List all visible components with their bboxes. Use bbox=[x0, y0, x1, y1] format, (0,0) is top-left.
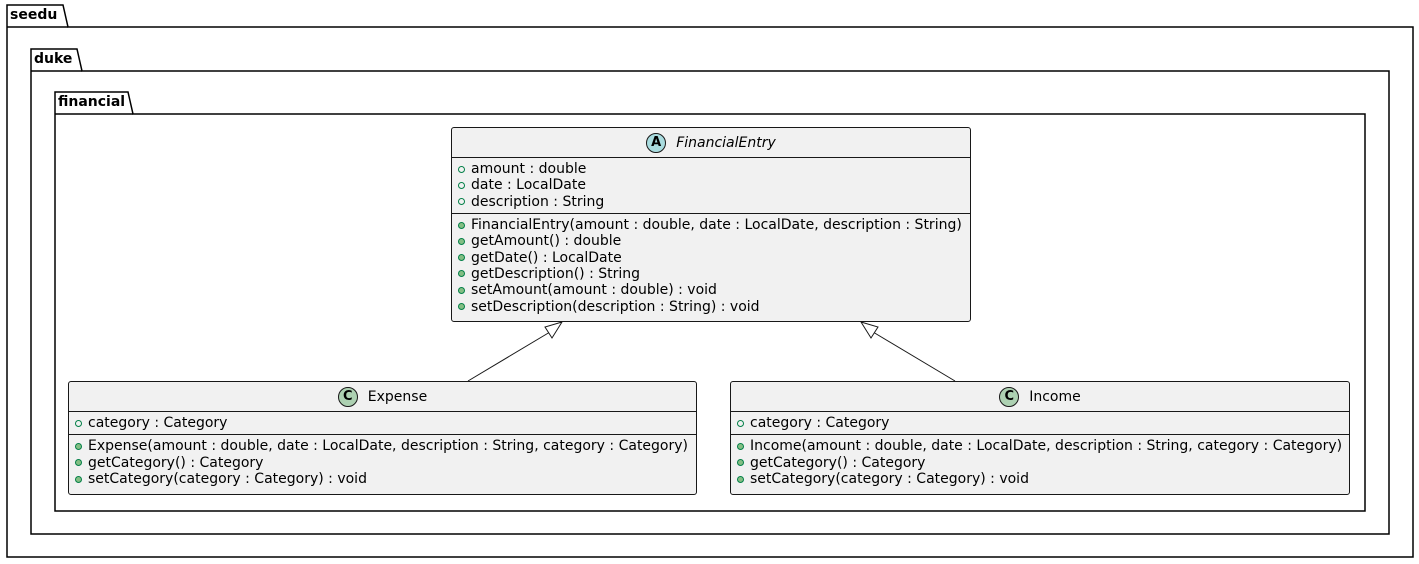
public-method-icon bbox=[737, 475, 744, 483]
public-method-icon bbox=[458, 303, 465, 311]
field-row: description : String bbox=[458, 194, 970, 210]
inheritance-edge-income bbox=[859, 321, 956, 382]
method-row: FinancialEntry(amount : double, date : L… bbox=[458, 217, 970, 233]
method-row: Expense(amount : double, date : LocalDat… bbox=[75, 438, 696, 454]
fields-section: amount : double date : LocalDate descrip… bbox=[452, 158, 970, 213]
method-row: getCategory() : Category bbox=[737, 455, 1349, 471]
method-row: getAmount() : double bbox=[458, 233, 970, 249]
method-row: getDate() : LocalDate bbox=[458, 249, 970, 266]
public-method-icon bbox=[458, 270, 465, 278]
methods-section: FinancialEntry(amount : double, date : L… bbox=[452, 212, 970, 318]
package-duke-label: duke bbox=[34, 51, 73, 67]
field-row: amount : double bbox=[458, 161, 970, 177]
fields-section: category : Category bbox=[731, 412, 1349, 434]
method-row: setDescription(description : String) : v… bbox=[458, 298, 970, 315]
abstract-class-icon: A bbox=[646, 132, 667, 153]
method-row: setAmount(amount : double) : void bbox=[458, 282, 970, 298]
fields-section: category : Category bbox=[69, 412, 696, 434]
field-row: category : Category bbox=[737, 415, 1349, 431]
public-method-icon bbox=[458, 237, 465, 245]
public-method-icon bbox=[737, 459, 744, 467]
public-field-icon bbox=[458, 198, 465, 206]
public-method-icon bbox=[75, 475, 82, 483]
public-field-icon bbox=[75, 419, 82, 427]
field-row: date : LocalDate bbox=[458, 177, 970, 193]
public-field-icon bbox=[458, 165, 465, 173]
class-header: C Income bbox=[731, 382, 1349, 412]
field-row: category : Category bbox=[75, 415, 696, 431]
public-field-icon bbox=[458, 181, 465, 189]
method-row: setCategory(category : Category) : void bbox=[75, 471, 696, 487]
class-name: Income bbox=[1029, 388, 1081, 405]
methods-section: Expense(amount : double, date : LocalDat… bbox=[69, 434, 696, 490]
class-name: FinancialEntry bbox=[676, 134, 776, 151]
class-header: A FinancialEntry bbox=[452, 128, 970, 158]
public-method-icon bbox=[458, 286, 465, 294]
class-header: C Expense bbox=[69, 382, 696, 412]
public-method-icon bbox=[458, 221, 465, 229]
class-financial-entry[interactable]: A FinancialEntry amount : double date : … bbox=[451, 127, 971, 322]
method-row: getCategory() : Category bbox=[75, 455, 696, 471]
methods-section: Income(amount : double, date : LocalDate… bbox=[731, 434, 1349, 490]
package-financial-frame bbox=[54, 91, 1366, 512]
public-field-icon bbox=[737, 419, 744, 427]
public-method-icon bbox=[75, 459, 82, 467]
package-seedu-label: seedu bbox=[10, 7, 58, 23]
public-method-icon bbox=[458, 254, 465, 262]
class-icon: C bbox=[999, 386, 1020, 407]
package-seedu-frame bbox=[6, 4, 1414, 558]
class-name: Expense bbox=[367, 388, 428, 405]
public-method-icon bbox=[737, 442, 744, 450]
method-row: Income(amount : double, date : LocalDate… bbox=[737, 438, 1349, 454]
class-expense[interactable]: C Expense category : Category Expense(am… bbox=[68, 381, 697, 495]
class-income[interactable]: C Income category : Category Income(amou… bbox=[730, 381, 1350, 495]
package-duke-frame bbox=[30, 48, 1390, 535]
method-row: setCategory(category : Category) : void bbox=[737, 471, 1349, 487]
public-method-icon bbox=[75, 442, 82, 450]
package-financial-label: financial bbox=[58, 94, 126, 110]
inheritance-edge-expense bbox=[467, 321, 564, 382]
class-icon: C bbox=[337, 386, 358, 407]
method-row: getDescription() : String bbox=[458, 266, 970, 282]
